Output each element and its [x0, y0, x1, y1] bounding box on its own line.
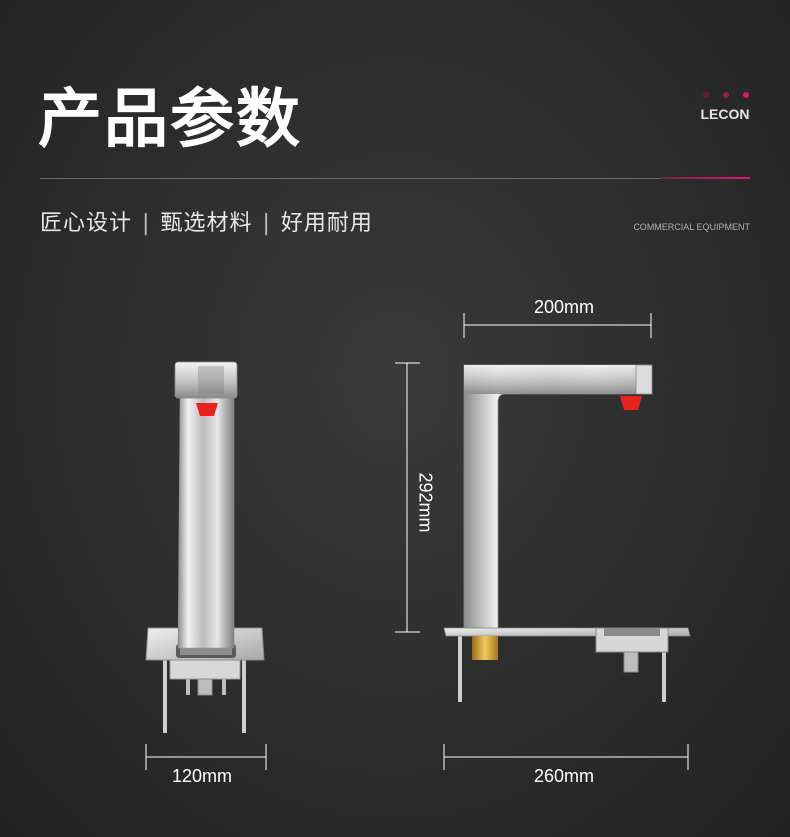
faucet-front-icon — [145, 361, 265, 733]
dot-1 — [703, 92, 709, 98]
dimension-height — [395, 362, 420, 633]
subtitle-english: COMMERCIAL EQUIPMENT — [633, 222, 750, 232]
dimension-front-width — [145, 744, 267, 770]
dot-3 — [743, 92, 749, 98]
dot-2 — [723, 92, 729, 98]
divider-line — [40, 178, 750, 179]
subtitle-separator: | — [262, 211, 271, 236]
label-side-depth: 200mm — [534, 297, 595, 317]
label-height: 292mm — [415, 472, 436, 533]
brand-dots — [703, 92, 751, 100]
label-front-width: 120mm — [172, 766, 233, 786]
subtitle-item-2: 甄选材料 — [160, 211, 253, 236]
brand-logo: LECON — [700, 106, 750, 122]
subtitle-item-1: 匠心设计 — [40, 211, 133, 236]
page-title: 产品参数 — [38, 83, 302, 157]
dimension-side-depth — [463, 313, 652, 338]
faucet-side-icon — [443, 364, 691, 702]
divider-accent — [660, 177, 750, 179]
subtitle-item-3: 好用耐用 — [280, 211, 373, 236]
dimension-base-length — [443, 744, 689, 770]
subtitle: 匠心设计 | 甄选材料 | 好用耐用 — [40, 205, 373, 237]
subtitle-separator: | — [142, 211, 151, 236]
label-base-length: 260mm — [534, 766, 595, 786]
